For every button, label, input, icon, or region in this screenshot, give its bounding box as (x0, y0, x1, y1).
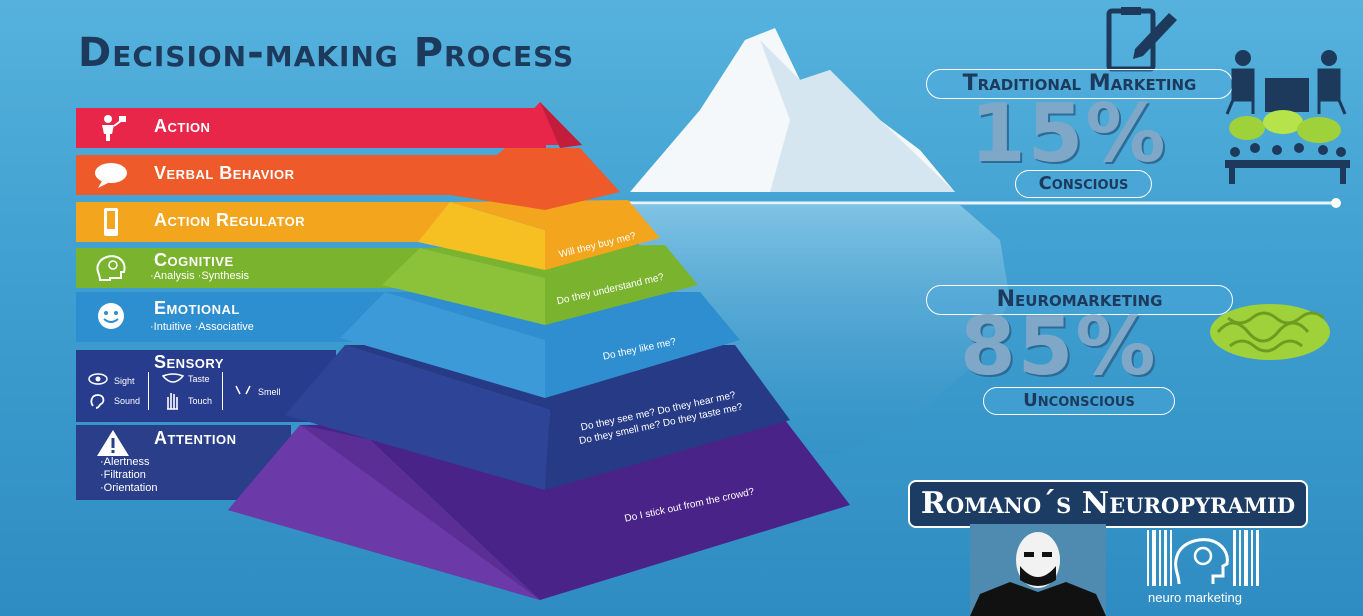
level-label: Action (154, 116, 211, 136)
pyramid-layer-sensory-left (285, 345, 550, 490)
level-sub: ·Analysis ·Synthesis (150, 270, 250, 282)
traditional-marketing-pill: Traditional Marketing (926, 69, 1233, 99)
pyramid-layer-regulator-left (418, 202, 545, 270)
band-cognitive: Cognitive ·Analysis ·Synthesis (76, 248, 426, 288)
neuro-percent: 85% (960, 300, 1158, 393)
page-title: Decision-making Process (78, 30, 575, 76)
sense-sound: Sound (114, 396, 141, 406)
brain-icon (1210, 304, 1330, 360)
pyramid-layer-cognitive-left (382, 248, 545, 325)
sense-divider (148, 372, 149, 410)
attention-item: ·Filtration (100, 469, 146, 481)
unconscious-pill: Unconscious (983, 387, 1175, 415)
eye-icon (88, 373, 108, 385)
sense-touch: Touch (188, 396, 213, 406)
hand-icon (167, 393, 178, 410)
sense-sight: Sight (114, 376, 135, 386)
nose-icon (235, 385, 251, 395)
pyramid-layer-verbal (450, 148, 620, 210)
speech-bubble-icon (95, 163, 127, 188)
neuromarketing-logo (1147, 530, 1259, 586)
pyramid-layer-sensory-right (345, 345, 790, 490)
level-label: Sensory (154, 352, 224, 372)
sense-taste: Taste (188, 374, 210, 384)
band-regulator: Action Regulator (76, 202, 476, 242)
level-label: Cognitive (154, 250, 234, 270)
pyramid-layer-emotional-right (385, 292, 740, 398)
pyramid-layer-attention-side (228, 425, 540, 600)
level-sub: ·Intuitive ·Associative (150, 321, 254, 333)
pyramid-layer-regulator-right (450, 200, 660, 270)
woman-shopping-icon (102, 115, 126, 141)
attention-item: ·Alertness (100, 456, 150, 468)
pyramid-layer-attention-right (300, 420, 850, 600)
warning-icon (97, 430, 129, 456)
brain-head-icon (96, 255, 126, 281)
neuromarketing-logo-text: neuro marketing (1148, 590, 1242, 605)
level-label: Attention (154, 428, 237, 448)
clipboard-pencil-icon (1106, 7, 1177, 72)
waterline-end (1331, 198, 1341, 208)
phone-icon (104, 208, 118, 236)
level-label: Emotional (154, 298, 240, 318)
ear-icon (90, 394, 105, 409)
traditional-percent: 15% (970, 87, 1168, 180)
band-emotional: Emotional ·Intuitive ·Associative (76, 292, 386, 342)
mouth-icon (162, 373, 184, 383)
author-portrait (970, 524, 1106, 616)
neuromarketing-pill: Neuromarketing (926, 285, 1233, 315)
pyramid-layer-emotional-left (340, 292, 545, 398)
attention-item: ·Orientation (100, 482, 158, 494)
smiley-icon (98, 303, 124, 329)
neuropyramid-title: Romano´s Neuropyramid (908, 480, 1308, 528)
pyramid-layer-cognitive-right (420, 245, 698, 325)
level-label: Verbal Behavior (154, 163, 295, 183)
meeting-people-icon (1225, 50, 1350, 184)
band-action: Action (76, 108, 546, 148)
level-label: Action Regulator (154, 210, 306, 230)
conscious-pill: Conscious (1015, 170, 1152, 198)
sense-smell: Smell (258, 387, 281, 397)
iceberg-tip-shade (760, 40, 955, 192)
sense-divider (222, 372, 223, 410)
pyramid-layer-action-shade (540, 102, 582, 148)
